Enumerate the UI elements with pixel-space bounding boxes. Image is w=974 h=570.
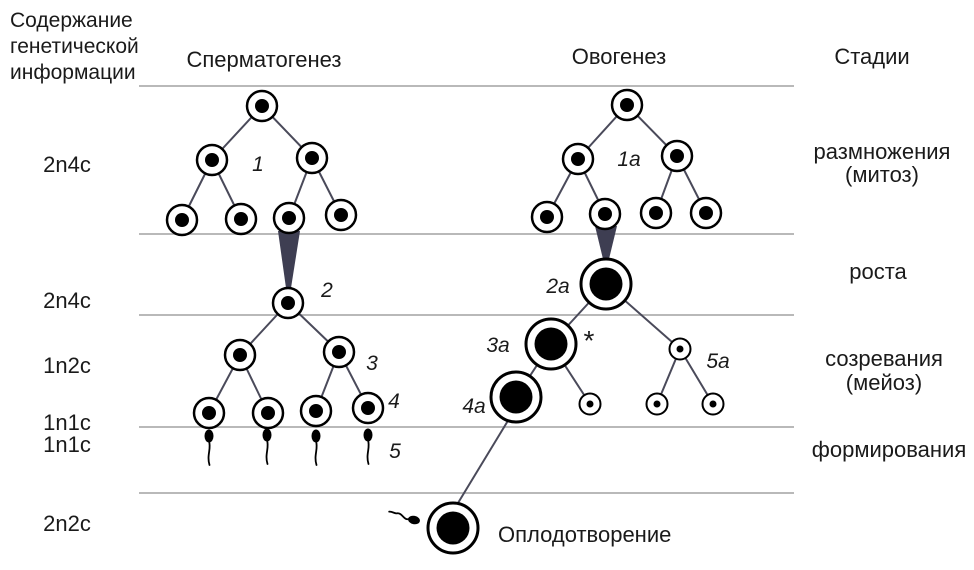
spermatid-cell	[351, 391, 385, 425]
spermatogenesis-tree: 1 2 3 4 5	[165, 89, 401, 466]
spermatogonium-cell	[195, 143, 229, 177]
oogonium-cell	[689, 196, 723, 230]
oogenesis-tree: 1а 2а 3а 4а 5а *	[457, 88, 730, 504]
stage-maturation-sublabel: (мейоз)	[846, 370, 922, 395]
oogonium-cell	[610, 88, 644, 122]
marker-1a: 1а	[617, 148, 640, 171]
dna-label-2n4c-mitosis: 2n4c	[43, 152, 91, 177]
header-row: Содержание генетической информации Сперм…	[10, 9, 910, 84]
stage-reproduction-label: размножения	[814, 139, 951, 164]
genetic-info-title-line1: Содержание	[10, 9, 133, 32]
spermatogonium-cell	[224, 202, 258, 236]
dna-label-1n1c-b: 1n1c	[43, 432, 91, 457]
spermatogonia-division-edges	[181, 105, 342, 221]
oogonium-cell	[561, 142, 595, 176]
spermatogonium-cell	[272, 201, 306, 235]
spermatogenesis-column-title: Сперматогенез	[187, 47, 342, 72]
oogonia-division-edges	[546, 104, 707, 218]
spermatocyte-meiosis-edges	[208, 302, 369, 414]
oogonium-cell	[530, 200, 564, 234]
polar-body	[701, 392, 725, 416]
oocyte-growth-funnel	[595, 226, 617, 259]
secondary-spermatocyte-cell	[223, 338, 257, 372]
first-polar-body	[668, 337, 692, 361]
marker-2a: 2а	[545, 275, 569, 298]
spermatogonium-cell	[295, 141, 329, 175]
spermatogonium-cell	[324, 198, 358, 232]
primary-oocyte-cell	[579, 257, 633, 311]
spermatid-cell	[299, 394, 333, 428]
stage-formation-label: формирования	[812, 437, 966, 462]
primary-spermatocyte-cell	[271, 286, 305, 320]
secondary-oocyte-cell	[524, 317, 578, 371]
spermatocyte-growth-funnel	[278, 231, 300, 288]
marker-4a: 4а	[462, 395, 485, 418]
dna-content-labels: 2n4c 2n4c 1n2c 1n1c 1n1c 2n2c	[43, 152, 91, 536]
genetic-info-title-line2: генетической	[10, 35, 139, 58]
marker-1: 1	[252, 153, 264, 176]
dna-label-2n2c: 2n2c	[43, 511, 91, 536]
spermatozoon	[310, 428, 322, 466]
dna-label-1n1c-a: 1n1c	[43, 410, 91, 435]
spermatid-cell	[192, 396, 226, 430]
stage-labels: размножения (митоз) роста созревания (ме…	[812, 139, 966, 462]
oogonium-cell	[639, 196, 673, 230]
oogonium-cell	[660, 139, 694, 173]
polar-body	[645, 392, 669, 416]
marker-5: 5	[389, 440, 401, 463]
marker-5a: 5а	[706, 350, 729, 373]
fertilized-egg-cell	[426, 501, 480, 555]
spermatid-cell	[251, 396, 285, 430]
stages-column-title: Стадии	[834, 44, 909, 69]
stage-reproduction-sublabel: (митоз)	[845, 162, 919, 187]
spermatogonium-cell	[245, 89, 279, 123]
marker-4: 4	[388, 390, 400, 413]
dna-label-2n4c-growth: 2n4c	[43, 288, 91, 313]
marker-3a: 3а	[486, 334, 509, 357]
marker-3: 3	[366, 352, 378, 375]
secondary-spermatocyte-cell	[322, 335, 356, 369]
polar-body	[578, 392, 602, 416]
stage-maturation-label: созревания	[825, 346, 943, 371]
ovum-to-fertilization-edge	[457, 418, 510, 504]
oogonium-cell	[588, 197, 622, 231]
ovum-cell	[489, 370, 543, 424]
fertilizing-sperm	[388, 510, 420, 525]
fertilization-label: Оплодотворение	[498, 522, 671, 547]
spermatozoon	[362, 427, 374, 465]
genetic-info-title-line3: информации	[10, 61, 136, 84]
dna-label-1n2c: 1n2c	[43, 353, 91, 378]
stage-separator-lines	[139, 85, 794, 494]
spermatozoon	[203, 428, 215, 466]
marker-2: 2	[320, 279, 333, 302]
fertilization-group: Оплодотворение	[388, 501, 671, 555]
asterisk-marker: *	[584, 325, 595, 356]
oocyte-meiosis-edges	[515, 283, 714, 405]
stage-growth-label: роста	[849, 259, 907, 284]
oogenesis-column-title: Овогенез	[572, 44, 667, 69]
spermatozoon	[261, 427, 273, 465]
spermatogonium-cell	[165, 203, 199, 237]
